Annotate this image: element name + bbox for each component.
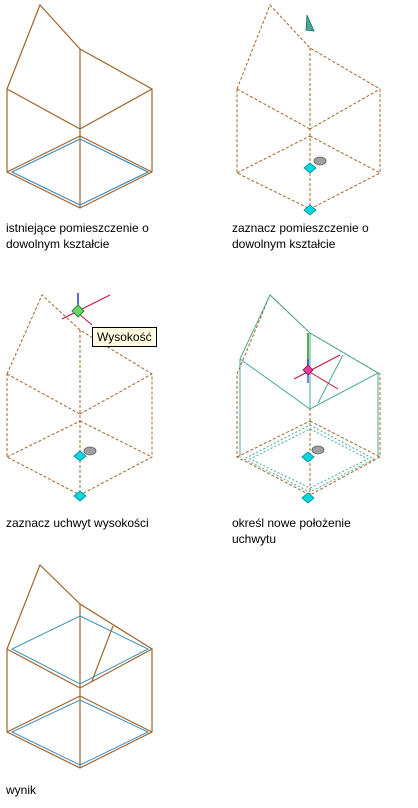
room-edge-dashed	[309, 420, 381, 458]
preview-edge	[317, 354, 344, 404]
arrow-grip[interactable]	[305, 14, 315, 32]
caption-step-3: zaznacz uchwyt wysokości	[6, 515, 149, 531]
height-grip[interactable]	[303, 162, 317, 174]
caption-line: zaznacz uchwyt wysokości	[6, 516, 149, 530]
room-edge-dashed	[6, 294, 153, 496]
room-edge-dashed	[236, 420, 311, 458]
caption-line: dowolnym kształcie	[6, 237, 110, 251]
room-edge-dashed	[6, 420, 81, 458]
room-edge-dashed	[309, 135, 381, 174]
ucs-axis-red	[293, 354, 341, 380]
step-3-select-height-grip: zaznacz uchwyt wysokości	[0, 285, 200, 535]
ceiling-outline	[10, 615, 150, 685]
base-grip[interactable]	[73, 490, 87, 502]
room-edge	[6, 88, 81, 130]
room-edge-dashed	[309, 88, 381, 130]
caption-step-1: istniejące pomieszczenie o dowolnym kszt…	[6, 220, 149, 252]
room-edge	[79, 695, 153, 733]
caption-line: uchwytu	[232, 532, 277, 546]
room-drawing-3	[6, 293, 153, 502]
room-edge	[6, 563, 153, 769]
room-edge-dashed	[236, 294, 381, 496]
step-1-existing-room: istniejące pomieszczenie o dowolnym kszt…	[0, 0, 200, 260]
step-4-new-grip-position: określ nowe położenie uchwytu	[228, 285, 418, 555]
room-drawing-4	[236, 294, 381, 504]
grip-marker	[311, 445, 325, 455]
base-grip[interactable]	[303, 204, 317, 216]
caption-line: zaznacz pomieszczenie o	[232, 221, 369, 235]
selected-height-grip[interactable]	[71, 304, 85, 318]
caption-line: dowolnym kształcie	[232, 237, 336, 251]
room-drawing-1	[6, 3, 153, 209]
step-5-result: wynik	[0, 560, 200, 808]
moving-grip[interactable]	[302, 364, 314, 376]
step-2-select-room: zaznacz pomieszczenie o dowolnym kształc…	[228, 0, 418, 260]
room-edge-dashed	[236, 4, 381, 210]
caption-step-5: wynik	[6, 782, 36, 798]
room-edge	[6, 135, 81, 173]
caption-line: wynik	[6, 783, 37, 797]
room-edge	[6, 3, 153, 209]
height-grip[interactable]	[73, 450, 87, 462]
room-edge	[6, 648, 81, 689]
caption-step-2: zaznacz pomieszczenie o dowolnym kształc…	[232, 220, 369, 252]
room-edge-dashed	[236, 88, 311, 130]
room-edge	[91, 625, 114, 682]
room-edge	[79, 135, 153, 173]
ucs-axis-red	[61, 294, 111, 320]
height-tooltip: Wysokość	[92, 327, 157, 347]
room-edge	[79, 648, 153, 689]
floor-outline	[10, 138, 150, 206]
base-grip[interactable]	[301, 492, 315, 504]
grip-marker	[313, 156, 327, 166]
room-edge-dashed	[236, 135, 311, 174]
caption-line: określ nowe położenie	[232, 516, 351, 530]
floor-outline	[10, 699, 150, 766]
room-edge	[79, 88, 153, 130]
caption-step-4: określ nowe położenie uchwytu	[232, 515, 351, 547]
room-drawing-5	[6, 563, 153, 769]
preview-floor	[242, 424, 376, 493]
ucs-axis-red	[307, 370, 339, 390]
caption-line: istniejące pomieszczenie o	[6, 221, 149, 235]
grip-marker	[83, 446, 97, 456]
room-edge-dashed	[6, 373, 81, 415]
room-drawing-2	[236, 4, 381, 216]
room-edge-dashed	[79, 420, 153, 458]
room-edge	[6, 695, 81, 733]
height-grip[interactable]	[301, 451, 315, 463]
preview-edge	[239, 294, 380, 410]
room-edge-dashed	[79, 373, 153, 415]
